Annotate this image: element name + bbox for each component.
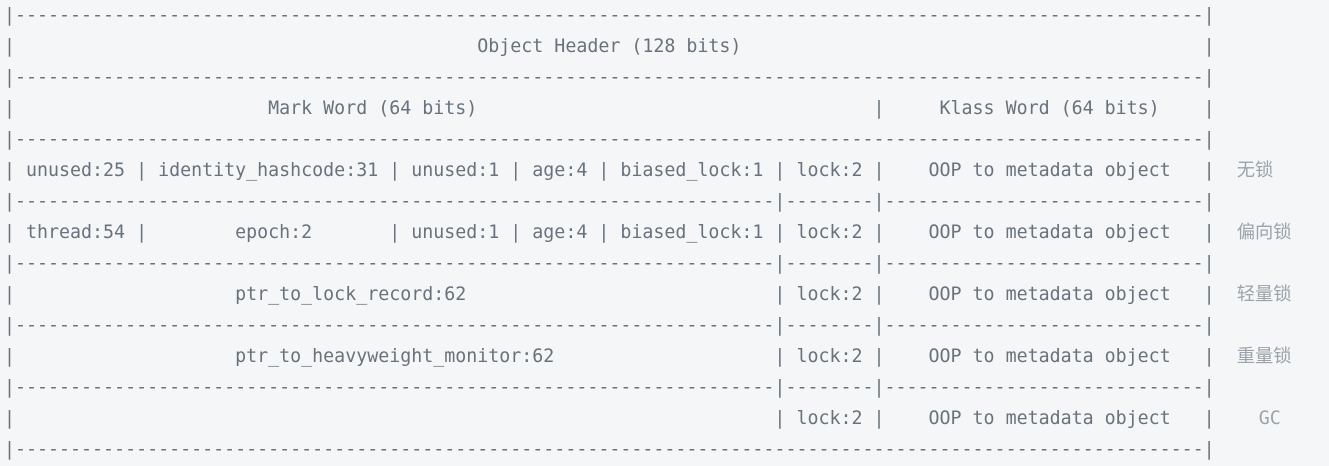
separator-text: |---------------------------------------… bbox=[4, 129, 1215, 150]
lock-state-label-no-lock: 无锁 bbox=[1214, 160, 1274, 181]
separator-text: |---------------------------------------… bbox=[4, 67, 1215, 88]
lock-state-label-lightweight-lock: 轻量锁 bbox=[1214, 284, 1292, 305]
separator-bottom: |---------------------------------------… bbox=[4, 434, 1329, 465]
lock-state-label-heavyweight-lock: 重量锁 bbox=[1214, 346, 1292, 367]
object-header-title-row: | Object Header (128 bits) | bbox=[4, 31, 1329, 62]
row-text: | ptr_to_lock_record:62 | lock:2 | OOP t… bbox=[4, 284, 1215, 305]
separator-text: |---------------------------------------… bbox=[4, 253, 1215, 274]
row-heavyweight-lock: | ptr_to_heavyweight_monitor:62 | lock:2… bbox=[4, 341, 1329, 372]
separator-text: |---------------------------------------… bbox=[4, 377, 1215, 398]
separator-text: |---------------------------------------… bbox=[4, 5, 1215, 26]
row-text: | ptr_to_heavyweight_monitor:62 | lock:2… bbox=[4, 346, 1215, 367]
separator: |---------------------------------------… bbox=[4, 186, 1329, 217]
row-gc: | | lock:2 | OOP to metadata object | GC bbox=[4, 403, 1329, 434]
mark-word-klass-word-headers: | Mark Word (64 bits) | Klass Word (64 b… bbox=[4, 98, 1215, 119]
column-headers-row: | Mark Word (64 bits) | Klass Word (64 b… bbox=[4, 93, 1329, 124]
separator-top: |---------------------------------------… bbox=[4, 0, 1329, 31]
separator: |---------------------------------------… bbox=[4, 124, 1329, 155]
object-header-title: | Object Header (128 bits) | bbox=[4, 36, 1215, 57]
separator-text: |---------------------------------------… bbox=[4, 315, 1215, 336]
separator: |---------------------------------------… bbox=[4, 62, 1329, 93]
lock-state-label-biased-lock: 偏向锁 bbox=[1214, 222, 1292, 243]
row-text: | thread:54 | epoch:2 | unused:1 | age:4… bbox=[4, 222, 1215, 243]
separator-text: |---------------------------------------… bbox=[4, 439, 1215, 460]
row-lightweight-lock: | ptr_to_lock_record:62 | lock:2 | OOP t… bbox=[4, 279, 1329, 310]
separator: |---------------------------------------… bbox=[4, 248, 1329, 279]
row-biased-lock: | thread:54 | epoch:2 | unused:1 | age:4… bbox=[4, 217, 1329, 248]
separator: |---------------------------------------… bbox=[4, 372, 1329, 403]
lock-state-label-gc: GC bbox=[1214, 408, 1281, 429]
row-text: | | lock:2 | OOP to metadata object | bbox=[4, 408, 1215, 429]
row-no-lock: | unused:25 | identity_hashcode:31 | unu… bbox=[4, 155, 1329, 186]
row-text: | unused:25 | identity_hashcode:31 | unu… bbox=[4, 160, 1215, 181]
separator: |---------------------------------------… bbox=[4, 310, 1329, 341]
separator-text: |---------------------------------------… bbox=[4, 191, 1215, 212]
